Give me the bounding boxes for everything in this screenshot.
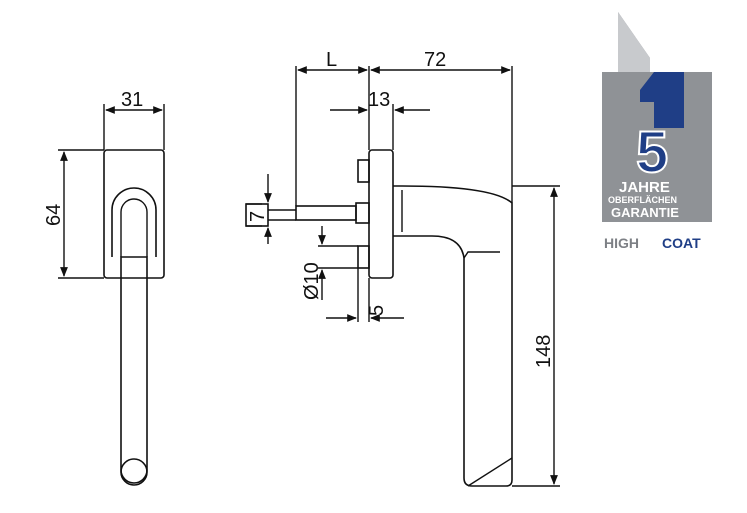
dim-rosette-height: 64 xyxy=(43,204,65,226)
handle-side xyxy=(393,185,513,487)
rosette-plate xyxy=(103,149,165,279)
front-view: 31 64 xyxy=(43,89,165,486)
dim-screw-diameter: Ø10 xyxy=(301,262,323,300)
badge-jahre: JAHRE xyxy=(619,179,670,196)
dim-spindle-length: L xyxy=(326,49,337,71)
blue-one-shape xyxy=(640,72,684,128)
handle-bar-front xyxy=(120,256,148,484)
dim-handle-length: 148 xyxy=(533,335,555,368)
dim-handle-depth: 72 xyxy=(424,49,446,71)
spindle xyxy=(295,205,357,221)
dim-spindle-square: 7 xyxy=(247,211,269,222)
brand-coat: COAT xyxy=(662,235,701,251)
dim-screw-offset: 5 xyxy=(366,305,388,316)
dim-rosette-width: 31 xyxy=(121,89,143,111)
side-view: L 72 13 7 Ø10 5 148 xyxy=(245,49,560,487)
badge-garantie: GARANTIE xyxy=(611,205,679,220)
badge-oberflaechen: OBERFLÄCHEN xyxy=(608,195,677,205)
dim-rosette-depth: 13 xyxy=(368,89,390,111)
guarantee-badge: 5 JAHRE OBERFLÄCHEN GARANTIE HIGH COAT xyxy=(602,12,712,251)
handle-neck xyxy=(111,187,157,257)
rosette-side xyxy=(368,149,394,279)
brand-high: HIGH xyxy=(604,235,639,251)
badge-number: 5 xyxy=(636,120,668,185)
